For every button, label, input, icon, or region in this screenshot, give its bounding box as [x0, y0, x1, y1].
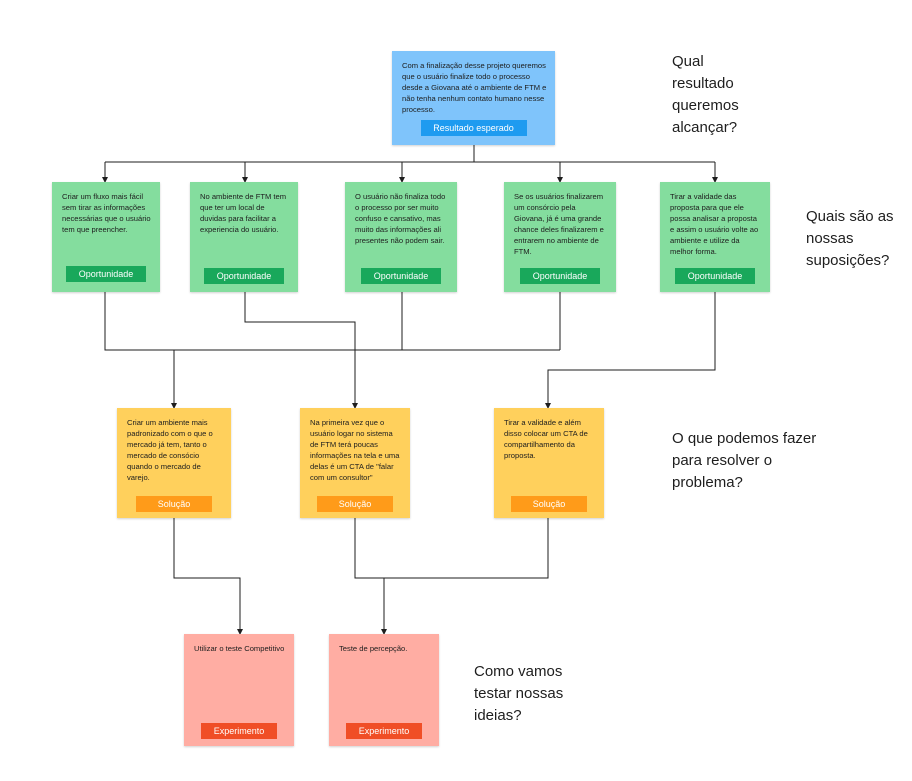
assumption-card-tag: Oportunidade [675, 268, 755, 284]
solution-card-text: Criar um ambiente mais padronizado com o… [127, 418, 213, 482]
solution-card-2[interactable]: Na primeira vez que o usuário logar no s… [300, 408, 410, 518]
result-card-text: Com a finalização desse projeto queremos… [402, 61, 547, 114]
assumption-card-4[interactable]: Se os usuários finalizarem um consórcio … [504, 182, 616, 292]
solution-card-3[interactable]: Tirar a validade e além disso colocar um… [494, 408, 604, 518]
assumption-card-text: No ambiente de FTM tem que ter um local … [200, 192, 287, 234]
assumption-card-text: Criar um fluxo mais fácil sem tirar as i… [62, 192, 151, 234]
experiment-card-1[interactable]: Utilizar o teste Competitivo Experimento [184, 634, 294, 746]
assumption-card-text: Se os usuários finalizarem um consórcio … [514, 192, 604, 256]
result-card-tag: Resultado esperado [420, 120, 527, 136]
experiment-card-text: Teste de percepção. [339, 644, 408, 653]
assumption-card-2[interactable]: No ambiente de FTM tem que ter um local … [190, 182, 298, 292]
assumption-card-3[interactable]: O usuário não finaliza todo o processo p… [345, 182, 457, 292]
assumption-card-text: Tirar a validade das proposta para que e… [670, 192, 759, 256]
experiment-card-tag: Experimento [201, 723, 277, 739]
solution-card-text: Na primeira vez que o usuário logar no s… [310, 418, 400, 482]
connector-solution-1-to-experiment-1 [173, 518, 243, 635]
experiment-card-2[interactable]: Teste de percepção. Experimento [329, 634, 439, 746]
assumption-card-5[interactable]: Tirar a validade das proposta para que e… [660, 182, 770, 292]
assumption-card-1[interactable]: Criar um fluxo mais fácil sem tirar as i… [52, 182, 160, 292]
experiment-card-text: Utilizar o teste Competitivo [194, 644, 285, 653]
question-solutions: O que podemos fazer para resolver o prob… [672, 430, 817, 491]
solution-card-1[interactable]: Criar um ambiente mais padronizado com o… [117, 408, 231, 518]
connector-assumption-5-to-solution-3 [545, 292, 716, 409]
question-expected-result: Qual resultado queremos alcançar? [672, 53, 739, 136]
experiment-card-tag: Experimento [346, 723, 422, 739]
assumption-card-tag: Oportunidade [520, 268, 600, 284]
solution-card-tag: Solução [511, 496, 587, 512]
solution-card-tag: Solução [136, 496, 212, 512]
result-card[interactable]: Com a finalização desse projeto queremos… [392, 51, 555, 145]
assumption-card-tag: Oportunidade [204, 268, 284, 284]
connector-assumptions-bus [104, 292, 561, 351]
solution-card-tag: Solução [317, 496, 393, 512]
connector-solutions-bus [354, 518, 549, 579]
assumption-card-tag: Oportunidade [66, 266, 146, 282]
assumption-card-text: O usuário não finaliza todo o processo p… [355, 192, 446, 245]
connector-assumption-2-to-solution-2 [244, 292, 358, 409]
solution-card-text: Tirar a validade e além disso colocar um… [504, 418, 588, 460]
question-experiments: Como vamos testar nossas ideias? [474, 663, 564, 724]
assumption-card-tag: Oportunidade [361, 268, 441, 284]
question-assumptions: Quais são as nossas suposições? [806, 208, 894, 269]
connector-result-to-assumptions [105, 145, 715, 163]
